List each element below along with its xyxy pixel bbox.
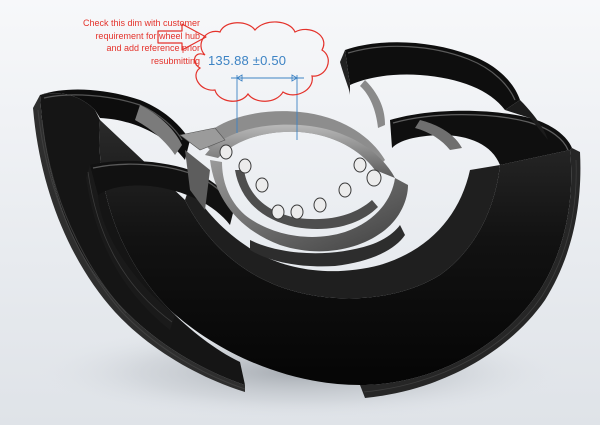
right-tire-lobe-back: [345, 42, 520, 110]
left-tire-lobe: [40, 89, 190, 160]
markup-note-line-3: and add reference prior: [106, 43, 200, 53]
dimension-lines: [231, 74, 304, 140]
wheel-rim: [200, 111, 408, 267]
markup-note-line-1: Check this dim with customer: [82, 18, 200, 28]
right-tire-lobe-front: [390, 110, 572, 165]
markup-note-line-4: resubmitting: [150, 55, 200, 66]
markup-note[interactable]: Check this dim with customer requirement…: [10, 17, 200, 67]
markup-note-line-2: requirement for wheel hub: [95, 30, 200, 41]
revision-cloud-icon: [193, 21, 329, 102]
callout-arrow-icon: [157, 23, 207, 51]
dimension-value[interactable]: 135.88 ±0.50: [208, 53, 287, 68]
tire-outer-shell: [99, 120, 572, 385]
